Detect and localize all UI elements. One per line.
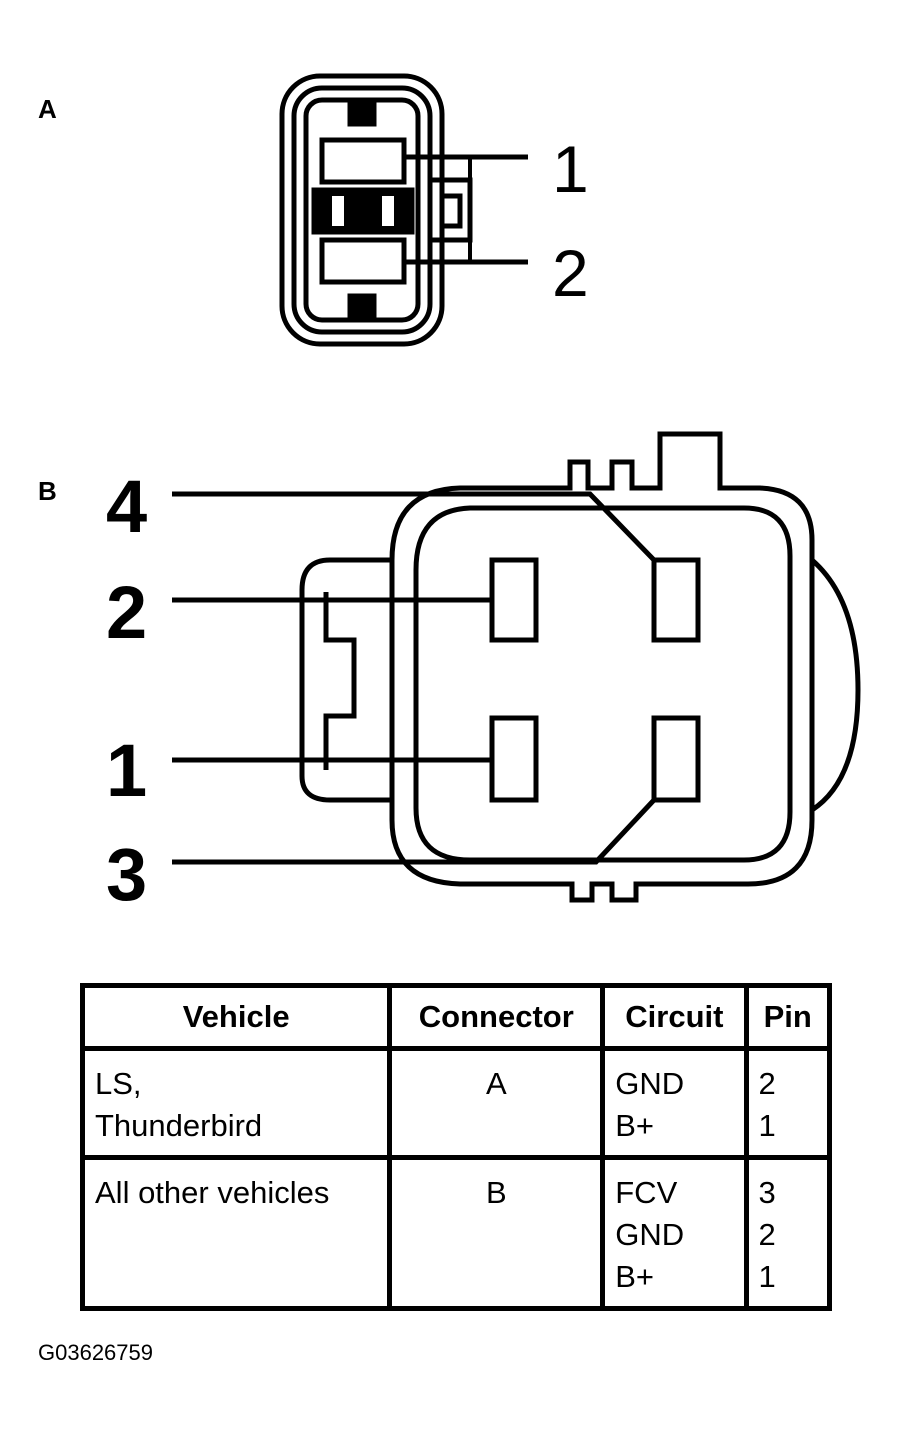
connector-a-bottom-key [347, 293, 377, 319]
connector-a-drawing [279, 73, 528, 347]
connector-a-center-block [311, 187, 415, 235]
connector-a-middle-shell [291, 85, 433, 335]
connector-b-terminal-3 [651, 715, 701, 803]
connector-a-terminal-1 [319, 137, 407, 185]
pin-line: 2 [758, 1217, 776, 1252]
vehicle-cell: LS, Thunderbird [79, 1046, 393, 1160]
connector-a-inner-shell [303, 97, 421, 323]
connector-b-leader-4 [172, 491, 656, 562]
connector-b-side-rib [810, 558, 861, 813]
connector-a-pin-1-label: 1 [552, 132, 589, 206]
connector-b-pin-2-label: 2 [106, 571, 147, 654]
connector-a-latch-tab [440, 193, 463, 229]
vehicle-line: Thunderbird [95, 1108, 263, 1143]
circuit-cell: FCV GND B+ [600, 1155, 749, 1311]
vehicle-line: LS, [95, 1066, 142, 1101]
header-vehicle: Vehicle [79, 983, 393, 1051]
pin-line: 1 [758, 1259, 776, 1294]
connector-b-inner-shell [413, 505, 793, 863]
connector-b-latch-outer [299, 557, 392, 803]
connector-cell: A [387, 1046, 606, 1160]
circuit-line: FCV [615, 1175, 678, 1210]
table-row: LS, Thunderbird A GND B+ 2 1 [79, 1046, 832, 1160]
connector-b-pin-1-label: 1 [106, 729, 147, 812]
connector-b-drawing [172, 431, 861, 903]
header-pin: Pin [743, 983, 832, 1051]
header-connector: Connector [387, 983, 606, 1051]
connector-a-center-slot-right [382, 196, 394, 226]
connector-b-leader-3 [172, 798, 656, 865]
connector-diagram: 1 2 4 2 1 3 [106, 73, 861, 916]
pin-cell: 2 1 [743, 1046, 832, 1160]
circuit-cell: GND B+ [600, 1046, 749, 1160]
connector-b-outer-shell [389, 431, 815, 903]
connector-b-terminal-2 [489, 557, 539, 643]
connector-a-center-slot-left [332, 196, 344, 226]
connector-b-label: B [38, 476, 57, 506]
circuit-line: B+ [615, 1259, 655, 1294]
header-circuit: Circuit [600, 983, 749, 1051]
circuit-line: B+ [615, 1108, 655, 1143]
connector-b-terminal-1 [489, 715, 539, 803]
pin-line: 2 [758, 1066, 776, 1101]
connector-a-label: A [38, 94, 57, 124]
connector-a-latch [430, 177, 473, 243]
connector-b-terminal-4 [651, 557, 701, 643]
vehicle-cell: All other vehicles [79, 1155, 393, 1311]
connector-b-pin-4-label: 4 [106, 465, 147, 548]
circuit-line: GND [615, 1217, 685, 1252]
pinout-table: Vehicle Connector Circuit Pin LS, Thunde… [79, 983, 832, 1311]
pin-line: 1 [758, 1108, 776, 1143]
connector-a-outer-shell [279, 73, 445, 347]
table-row: All other vehicles B FCV GND B+ 3 2 1 [79, 1155, 832, 1311]
connector-b-pin-3-label: 3 [106, 833, 147, 916]
connector-a-pin-2-label: 2 [552, 236, 589, 310]
connector-a-terminal-2 [319, 237, 407, 285]
table-header-row: Vehicle Connector Circuit Pin [79, 983, 832, 1051]
connector-b-latch-inner [323, 592, 357, 770]
figure-id: G03626759 [38, 1340, 153, 1365]
pin-cell: 3 2 1 [743, 1155, 832, 1311]
circuit-line: GND [615, 1066, 685, 1101]
vehicle-line: All other vehicles [95, 1175, 330, 1210]
connector-a-top-key [347, 101, 377, 127]
pin-line: 3 [758, 1175, 776, 1210]
connector-cell: B [387, 1155, 606, 1311]
